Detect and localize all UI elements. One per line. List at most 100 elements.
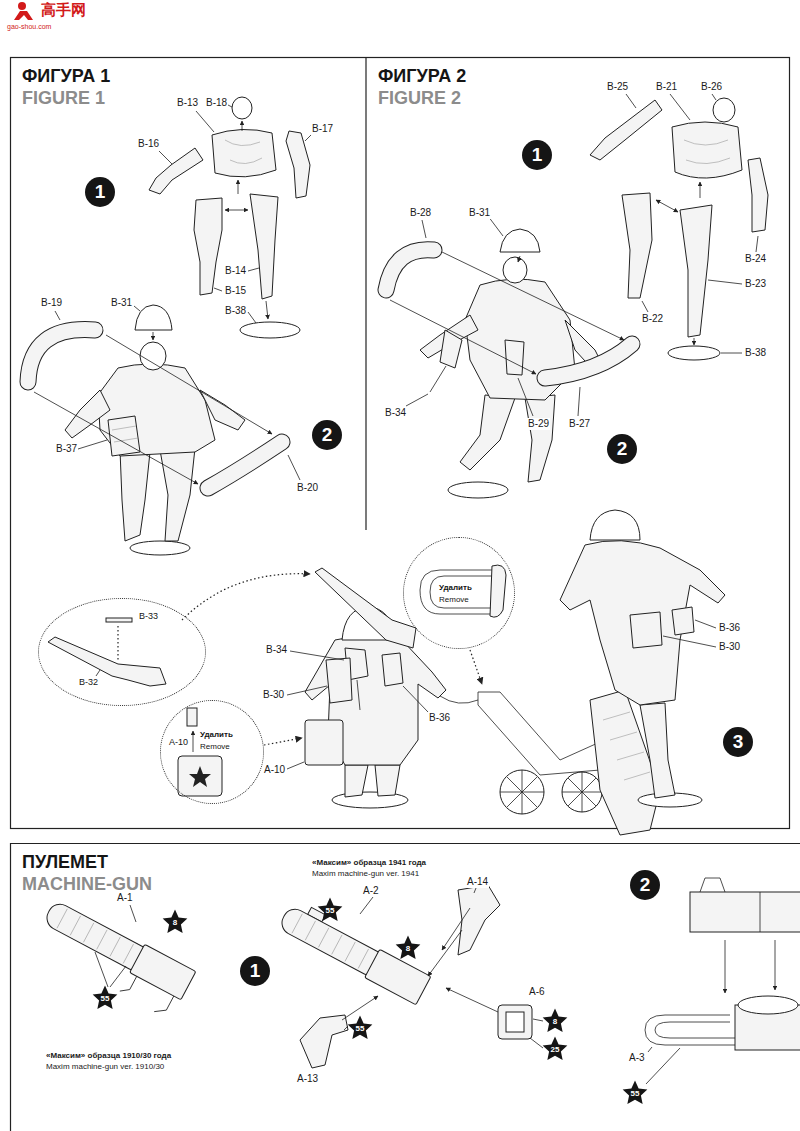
leader-line [214, 288, 222, 291]
paint-star: 8 [542, 1008, 568, 1034]
canister [305, 720, 343, 765]
watermark-dot [18, 2, 26, 10]
maxim-1910 [31, 897, 196, 1020]
leader-line [695, 620, 716, 628]
leader-line [406, 394, 428, 406]
part-label: B-17 [311, 123, 334, 135]
roll-part [386, 250, 434, 290]
figure1-assembled [28, 305, 300, 555]
dotted-arrow [264, 738, 302, 745]
star-outline [93, 986, 118, 1010]
assembly-arrow [390, 300, 536, 374]
leader-line [642, 301, 648, 312]
part-label: B-27 [568, 418, 591, 430]
figure-panel: ФИГУРА 2FIGURE 212 [366, 57, 790, 530]
leader-line [287, 762, 304, 769]
part-label: B-28 [409, 207, 432, 219]
part-label: B-15 [224, 285, 247, 297]
star-outline [348, 1016, 373, 1040]
fold-lines [684, 140, 730, 164]
helmet-part [500, 229, 540, 252]
leader-line [663, 636, 716, 647]
step-number: 3 [723, 727, 753, 757]
leader-line [578, 387, 580, 416]
leader-line [305, 134, 312, 141]
torso [305, 636, 446, 765]
head-part [232, 97, 252, 119]
step-number: 2 [630, 870, 660, 900]
part-label: B-18 [205, 97, 228, 109]
leader-line [708, 280, 742, 284]
assembly-arrow [442, 252, 624, 340]
shovel-handle [430, 366, 446, 392]
bag [326, 658, 352, 703]
watermark-shape [14, 11, 33, 20]
turntable [738, 996, 798, 1014]
model-caption: «Максим» образца 1941 года [311, 858, 427, 868]
detail-callout: B-33B-32 [38, 598, 206, 706]
step-number-text: 1 [532, 145, 543, 165]
part-label: B-36 [428, 712, 451, 724]
wheel-spokes [500, 770, 544, 814]
part-label: B-13 [176, 97, 199, 109]
leg [160, 448, 195, 541]
leader-line [488, 216, 503, 236]
part-label: B-25 [606, 81, 629, 93]
wheel [562, 772, 602, 812]
remove-arrow [193, 731, 194, 752]
assembly-arrow [242, 121, 243, 131]
roll-part [386, 250, 434, 290]
leg [460, 395, 515, 470]
figure-panel: ПУЛЕМЕТMACHINE-GUN128555585582555 [10, 843, 800, 1131]
paint-star: 8 [162, 909, 188, 935]
part-label: B-37 [55, 443, 78, 455]
assembly-arrow [106, 335, 272, 434]
callout-text: Удалить [200, 730, 233, 740]
shovel-handle [357, 680, 360, 710]
figure2-assembled [386, 216, 632, 498]
wheel [500, 770, 544, 814]
panel-frame [11, 844, 800, 1131]
arm-part [286, 131, 310, 198]
base-part [668, 346, 720, 360]
helmet-part [135, 305, 172, 330]
leader-line [646, 1048, 680, 1084]
star-outline [396, 936, 421, 960]
assembly-arrow [700, 182, 701, 198]
leg [375, 765, 400, 796]
part-label: B-34 [384, 407, 407, 419]
watermark: 高手网 [40, 1, 87, 19]
assembly-arrow [225, 210, 248, 211]
leader-line [110, 966, 126, 987]
tab-part [187, 708, 197, 726]
figure1-parts [149, 97, 312, 338]
assembly-arrow [725, 940, 726, 993]
step-number: 1 [85, 177, 115, 207]
roll-part [208, 442, 282, 488]
part-label: B-22 [641, 313, 664, 325]
assembly-arrow [656, 200, 678, 212]
part-label: B-14 [224, 265, 247, 277]
leader-line [55, 311, 60, 320]
leader-line [287, 686, 327, 695]
carriage-handle [645, 1015, 735, 1045]
panel-heading: ФИГУРА 1 [22, 65, 110, 87]
part-label: B-30 [718, 641, 741, 653]
leader-line [290, 651, 344, 660]
jacket-ribs [292, 914, 369, 969]
step-number: 2 [312, 420, 342, 450]
part-label: B-29 [527, 418, 550, 430]
part-label: A-10 [263, 764, 286, 776]
step-number-text: 1 [250, 961, 261, 981]
part-label: B-34 [265, 644, 288, 656]
bag-part [505, 340, 524, 375]
paint-number: 25 [551, 1045, 560, 1054]
panel-heading: ПУЛЕМЕТ [22, 851, 108, 873]
leader-line [670, 94, 690, 120]
arm [200, 390, 245, 430]
leader-line [134, 306, 140, 311]
star-outline [318, 898, 343, 922]
model-caption: Maxim machine-gun ver. 1941 [311, 869, 420, 879]
assembly-arrow [34, 392, 198, 484]
